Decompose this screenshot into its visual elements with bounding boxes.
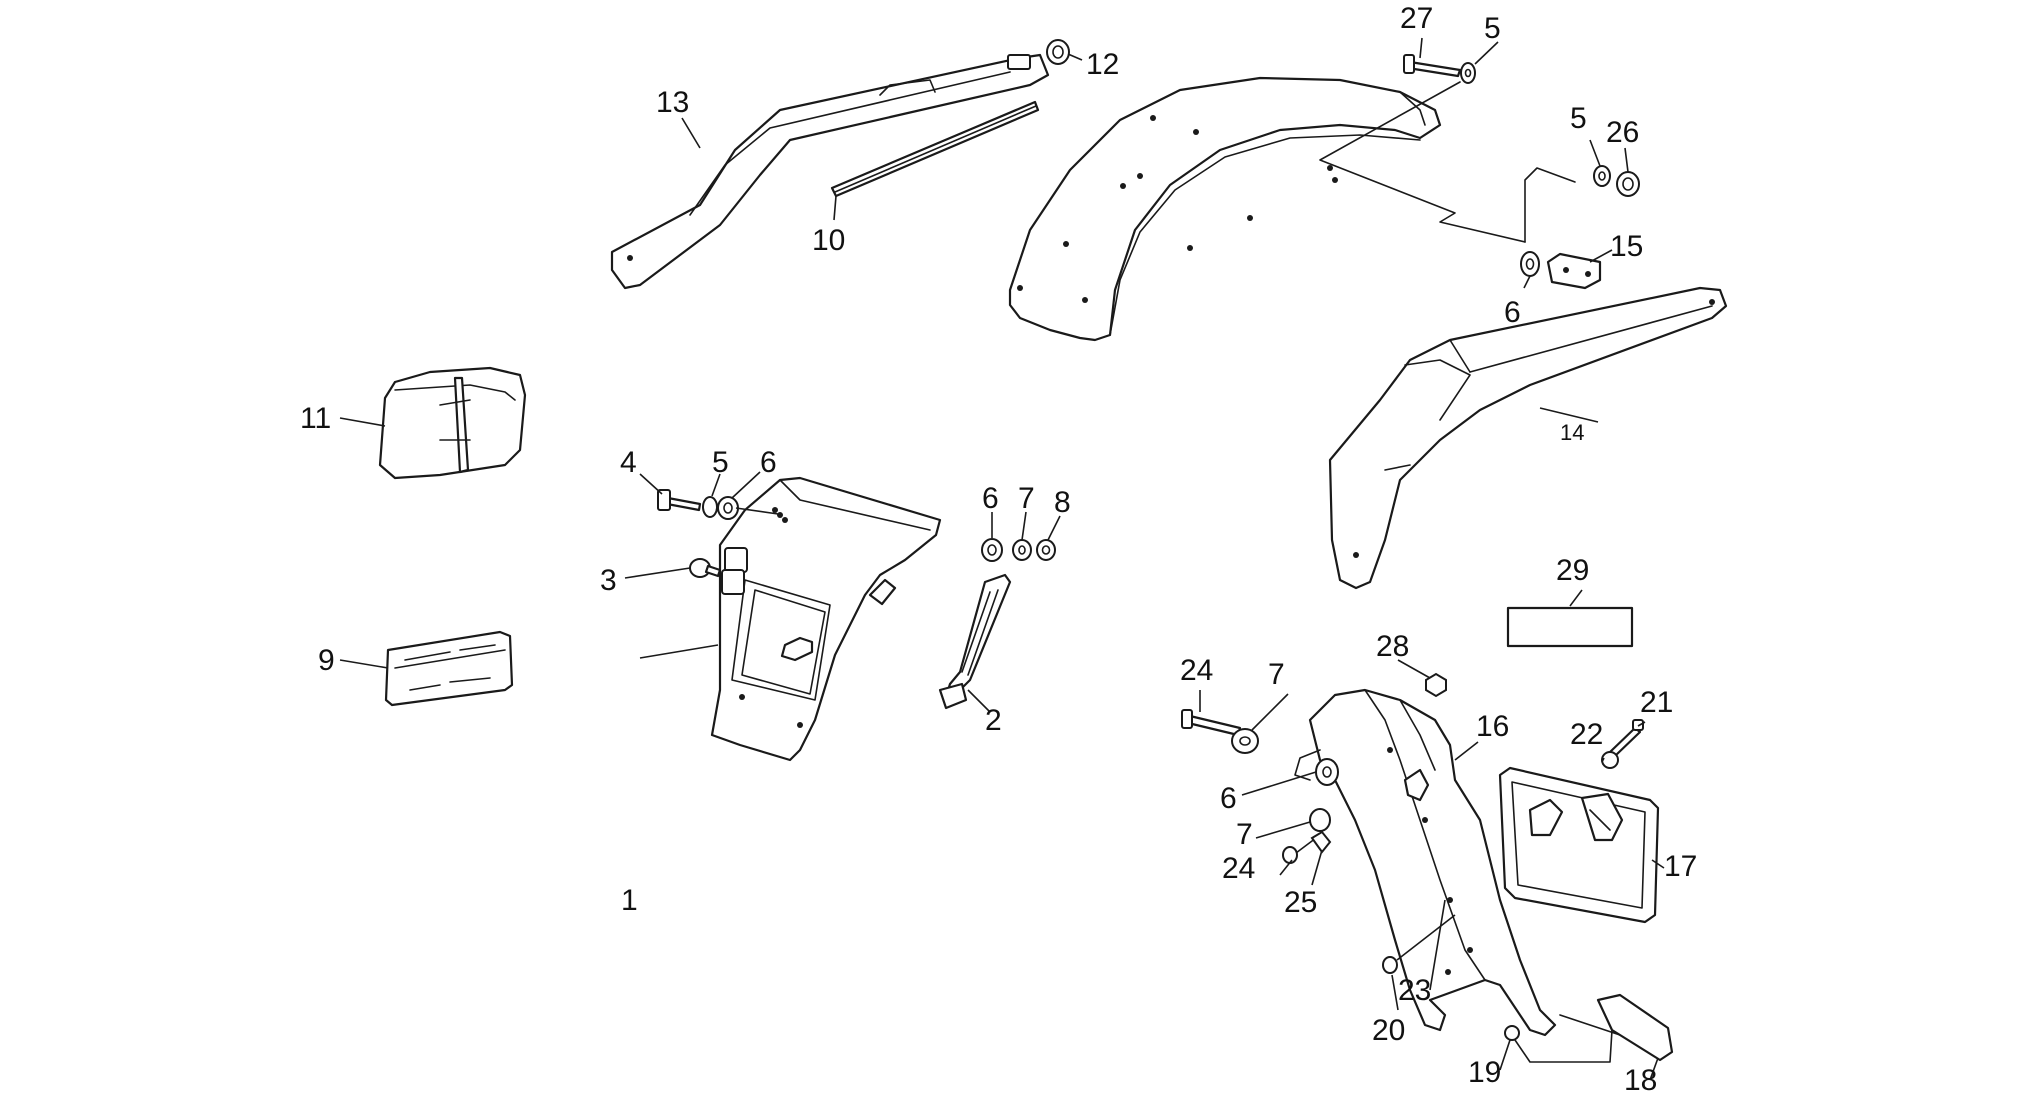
label-6-left: 6: [760, 446, 777, 479]
nut-20: [1382, 956, 1398, 974]
washer-7-mid: [1012, 539, 1032, 561]
washer-6-right: [1520, 251, 1540, 277]
label-26: 26: [1606, 116, 1639, 149]
label-5-left: 5: [712, 446, 729, 479]
nut-26: [1616, 171, 1640, 197]
label-9: 9: [318, 644, 335, 677]
side-cover-left: [610, 53, 1050, 290]
label-19: 19: [1468, 1056, 1501, 1089]
label-21: 21: [1640, 686, 1673, 719]
tool-pouch-11: [378, 366, 527, 480]
rubber-strip-10: [830, 100, 1040, 198]
screw-21: [1608, 719, 1644, 758]
plate-frame-17: [1498, 766, 1660, 924]
bracket-15: [1546, 252, 1602, 290]
label-5-right: 5: [1570, 102, 1587, 135]
label-6-lower: 6: [1220, 782, 1237, 815]
label-6-right: 6: [1504, 296, 1521, 329]
reflector-29: [1506, 606, 1634, 648]
label-8: 8: [1054, 486, 1071, 519]
label-22: 22: [1570, 718, 1603, 751]
label-7-lower: 7: [1236, 818, 1253, 851]
label-15: 15: [1610, 230, 1643, 263]
mudguard-fixing-lines: [1319, 81, 1576, 243]
nut-12: [1046, 39, 1070, 65]
label-24-upper: 24: [1180, 654, 1213, 687]
strap-2: [938, 573, 1012, 710]
washer-5-top: [1460, 62, 1476, 84]
washer-7-upper: [1231, 728, 1259, 754]
label-18: 18: [1624, 1064, 1657, 1095]
label-28: 28: [1376, 630, 1409, 663]
clip-pair: [721, 547, 748, 595]
screw-3: [689, 558, 722, 578]
label-12: 12: [1086, 48, 1119, 81]
label-1: 1: [621, 884, 638, 917]
label-4: 4: [620, 446, 637, 479]
washer-6-mid: [981, 538, 1003, 562]
reflector-18: [1559, 993, 1674, 1062]
bolt-4: [657, 489, 702, 512]
washer-5-right: [1593, 165, 1611, 187]
label-6-mid: 6: [982, 482, 999, 515]
bolt-24-upper: [1181, 709, 1242, 737]
nut-8: [1036, 539, 1056, 561]
label-27: 27: [1400, 2, 1433, 35]
label-11: 11: [300, 402, 331, 435]
label-5-top: 5: [1484, 12, 1501, 45]
label-20: 20: [1372, 1014, 1405, 1047]
bolt-27: [1403, 54, 1462, 78]
clip-25: [1310, 830, 1332, 854]
washer-22: [1601, 751, 1619, 769]
label-14: 14: [1560, 420, 1584, 445]
rear-mudguard: [1008, 76, 1442, 342]
washer-5-left: [702, 496, 718, 518]
label-10: 10: [812, 224, 845, 257]
plate-bracket-1: [710, 476, 942, 762]
label-7-upper: 7: [1268, 658, 1285, 691]
label-13: 13: [656, 86, 689, 119]
label-25: 25: [1284, 886, 1317, 919]
label-leaders: [339, 37, 1665, 1081]
nut-6-lower: [1315, 758, 1339, 786]
nut-28: [1425, 672, 1447, 698]
document-holder-9: [384, 630, 514, 707]
nut-19: [1504, 1025, 1520, 1041]
label-2: 2: [985, 704, 1002, 737]
part-labels: 1 2 3 4 5 6 6 7 8 9 10 11 12 13 14 15 16…: [300, 2, 1697, 1095]
rear-support-16: [1294, 688, 1557, 1037]
washer-7-lower: [1309, 808, 1331, 832]
label-23: 23: [1398, 974, 1431, 1007]
label-3: 3: [600, 564, 617, 597]
side-cover-right: [1328, 286, 1728, 590]
label-16: 16: [1476, 710, 1509, 743]
label-24-lower: 24: [1222, 852, 1255, 885]
nut-6-left: [717, 496, 739, 520]
label-7-mid: 7: [1018, 482, 1035, 515]
lower-fixing-lines: [1396, 914, 1613, 1063]
label-17: 17: [1664, 850, 1697, 883]
label-29: 29: [1556, 554, 1589, 587]
